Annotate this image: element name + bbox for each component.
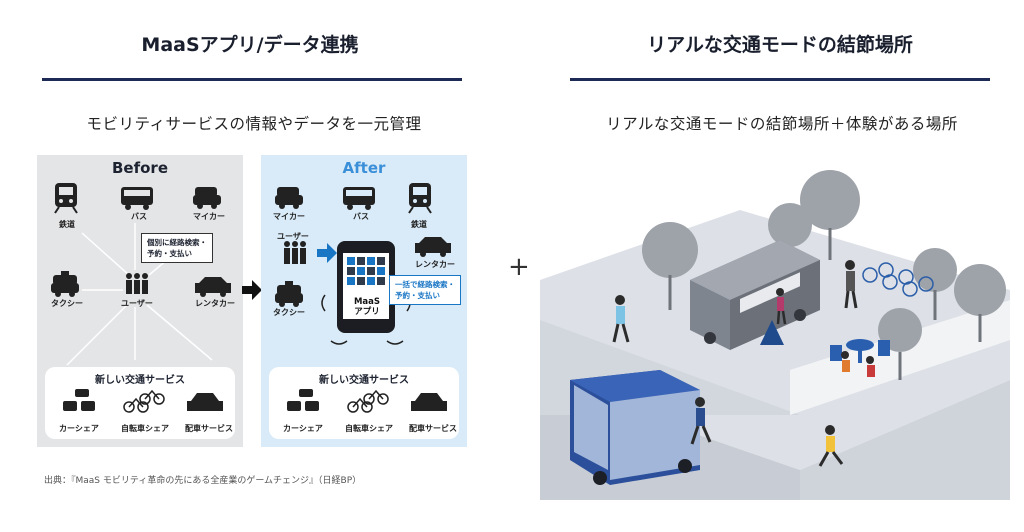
service-label: 配車サービス	[185, 424, 233, 433]
rental-car-icon	[195, 277, 231, 297]
person-icon	[776, 288, 787, 325]
left-title: MaaSアプリ/データ連携	[141, 34, 359, 56]
food-truck-icon	[690, 240, 820, 350]
after-diagram	[275, 183, 451, 345]
tree-trunks	[668, 228, 982, 380]
after-mode-label: レンタカー	[415, 260, 455, 269]
person-icon	[818, 425, 844, 467]
car-share-icon	[287, 389, 319, 411]
left-divider	[42, 78, 462, 81]
right-title: リアルな交通モードの結節場所	[647, 34, 913, 56]
autonomous-bus-icon	[570, 370, 700, 485]
smartphone-icon	[337, 241, 395, 333]
rental-car-icon	[415, 237, 451, 257]
new-services-title: 新しい交通サービス	[319, 375, 409, 386]
after-callout: 一括で経路検索・ 予約・支払い	[389, 275, 461, 305]
source-citation: 出典：『MaaS モビリティ革命の先にある全産業のゲームチェンジ』（日経BP）	[44, 476, 362, 486]
car-icon	[193, 187, 221, 209]
users-icon	[126, 273, 148, 294]
service-label: カーシェア	[59, 424, 99, 433]
plus-sign: +	[508, 252, 530, 282]
after-mode-label: マイカー	[273, 212, 305, 221]
person-icon	[612, 295, 630, 343]
taxi-icon	[51, 271, 79, 297]
mobility-hub-illustration	[540, 170, 1010, 500]
before-mode-label: バス	[131, 212, 147, 221]
after-mode-label: 鉄道	[411, 220, 427, 229]
users-icon	[284, 241, 306, 264]
person-icon	[844, 260, 858, 309]
cafe-table-icon	[830, 339, 890, 363]
before-diagram	[51, 183, 231, 366]
transition-arrow-icon	[242, 280, 262, 300]
before-callout: 個別に経路検索・ 予約・支払い	[141, 233, 213, 263]
service-label: 配車サービス	[409, 424, 457, 433]
bike-share-icon	[123, 389, 165, 413]
new-services-icons	[63, 389, 223, 413]
right-divider	[570, 78, 990, 81]
service-label: カーシェア	[283, 424, 323, 433]
after-user-label: ユーザー	[277, 232, 309, 241]
person-icon	[841, 351, 875, 377]
car-icon	[275, 187, 303, 209]
before-mode-label: マイカー	[193, 212, 225, 221]
before-user-label: ユーザー	[121, 299, 153, 308]
bus-icon	[121, 187, 153, 210]
bus-icon	[343, 187, 375, 210]
after-new-services: 新しい交通サービス カーシェア 自転車シェア 配車サービス	[269, 367, 459, 439]
tree-icon	[642, 170, 1006, 352]
signboard-icon	[760, 320, 784, 345]
after-mode-label: タクシー	[273, 308, 305, 317]
ride-hailing-icon	[411, 393, 447, 411]
after-label: After	[342, 159, 386, 177]
right-subtitle: リアルな交通モードの結節場所＋体験がある場所	[606, 115, 958, 133]
service-label: 自転車シェア	[121, 424, 169, 433]
bike-share-icon	[347, 389, 389, 413]
before-panel: Before	[37, 155, 243, 447]
taxi-icon	[275, 281, 303, 307]
car-share-icon	[63, 389, 95, 411]
person-icon	[690, 397, 712, 445]
new-services-title: 新しい交通サービス	[95, 375, 185, 386]
before-mode-label: 鉄道	[59, 220, 75, 229]
service-label: 自転車シェア	[345, 424, 393, 433]
user-to-app-arrow-icon	[317, 243, 337, 263]
bicycle-rack-icon	[862, 262, 934, 297]
left-subtitle: モビリティサービスの情報やデータを一元管理	[86, 115, 422, 133]
before-label: Before	[111, 159, 168, 177]
new-services-icons	[287, 389, 447, 413]
after-mode-label: バス	[353, 212, 369, 221]
before-mode-label: レンタカー	[195, 299, 235, 308]
maas-app-label: MaaS アプリ	[353, 297, 381, 317]
ride-hailing-icon	[187, 393, 223, 411]
before-mode-label: タクシー	[51, 299, 83, 308]
after-panel: After	[261, 155, 467, 447]
train-icon	[408, 183, 432, 214]
train-icon	[54, 183, 78, 214]
before-new-services: 新しい交通サービス カーシェア 自転車シェア 配車サービス	[45, 367, 235, 439]
